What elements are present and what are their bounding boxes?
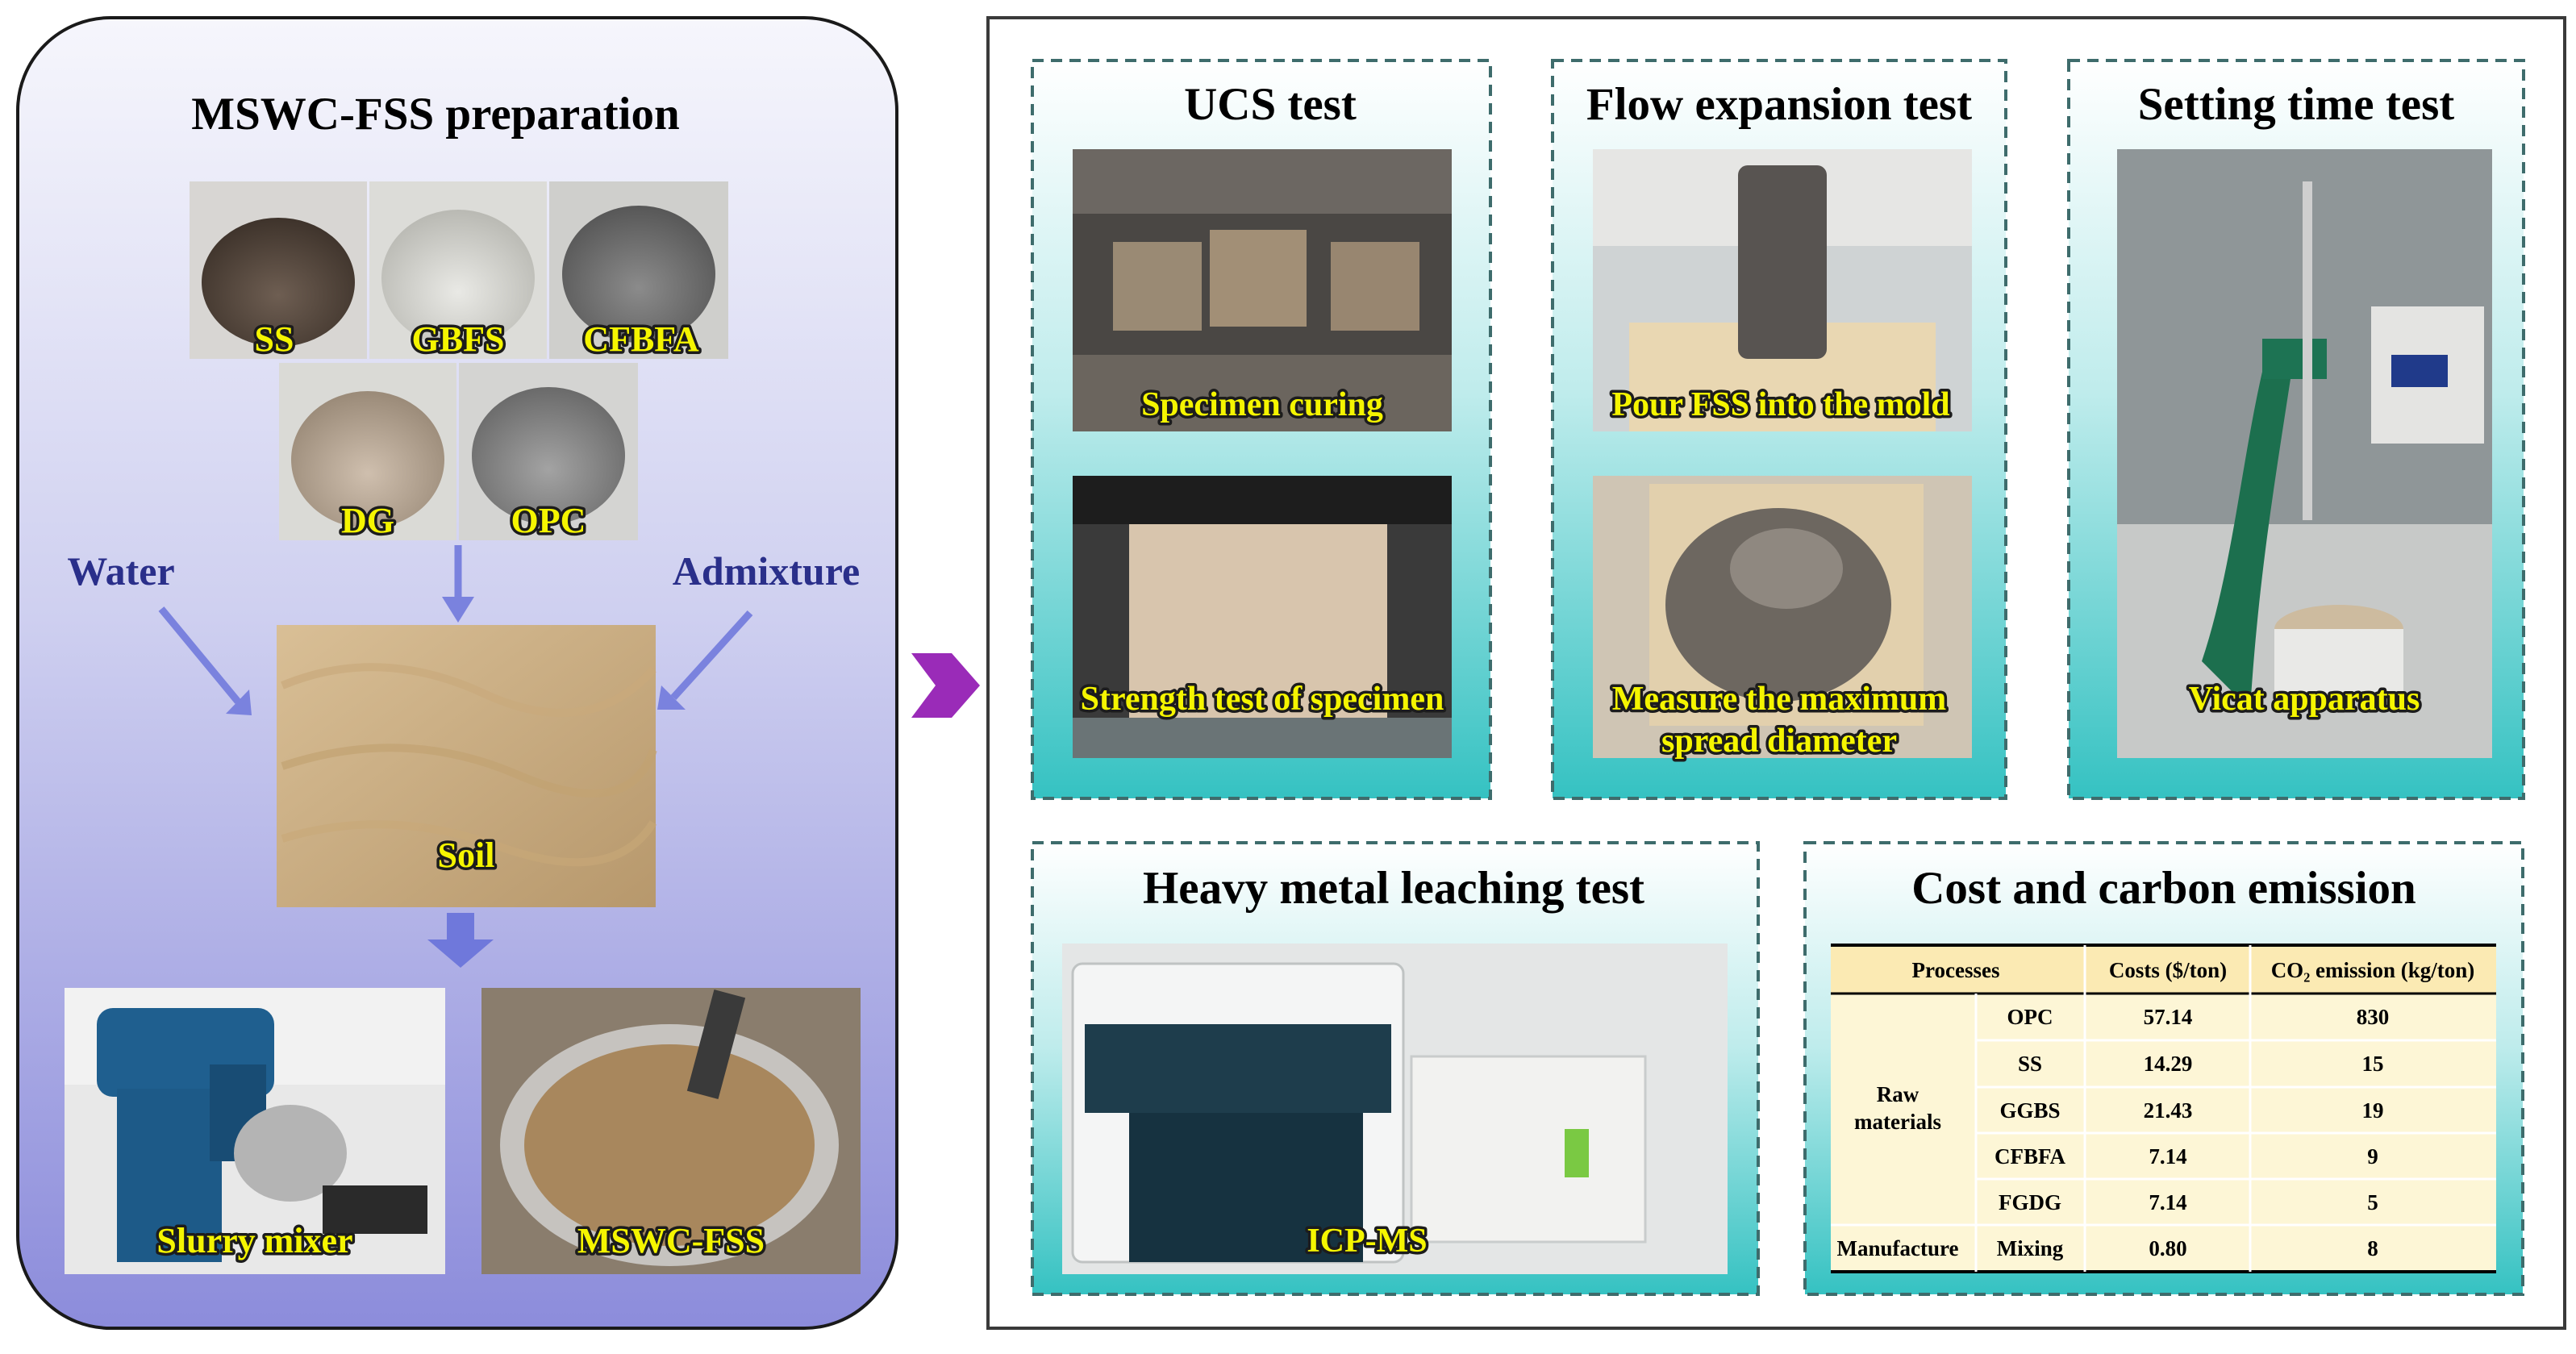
row-item: FGDG xyxy=(1999,1190,2061,1214)
label-spread-line2: spread diameter xyxy=(1661,723,1897,760)
setting-time-test-box: Setting time test Vicat apparatus xyxy=(2067,59,2525,800)
arrow-down-to-mixer xyxy=(427,913,494,968)
label-spread-line1: Measure the maximum xyxy=(1612,681,1946,718)
row-co2: 8 xyxy=(2367,1236,2378,1260)
label-gbfs: GBFS xyxy=(412,319,505,359)
label-dg: DG xyxy=(341,501,394,540)
photo-strength-test: Strength test of specimen xyxy=(1073,476,1452,758)
photo-mswc-fss: MSWC-FSS xyxy=(481,988,861,1274)
row-co2: 15 xyxy=(2362,1052,2384,1076)
table-row: Mixing 0.80 8 xyxy=(1997,1236,2378,1260)
label-ss: SS xyxy=(255,319,294,359)
photo-ss: SS xyxy=(190,181,367,362)
heavy-metal-leaching-test-box: Heavy metal leaching test ICP-MS xyxy=(1031,841,1760,1296)
table-header-costs: Costs ($/ton) xyxy=(2109,958,2227,982)
photo-vicat-apparatus: Vicat apparatus xyxy=(2117,149,2492,758)
photo-cfbfa: CFBFA xyxy=(549,181,728,362)
photo-spread-diameter: Measure the maximum spread diameter xyxy=(1593,476,1972,763)
label-slurry-mixer: Slurry mixer xyxy=(156,1221,352,1260)
row-cost: 14.29 xyxy=(2144,1052,2193,1076)
table-row: FGDG 7.14 5 xyxy=(1999,1190,2378,1214)
table-header-co2: CO₂ emission (kg/ton) xyxy=(2271,958,2475,982)
row-cost: 7.14 xyxy=(2149,1190,2186,1214)
cost-carbon-box: Cost and carbon emission Processes Costs… xyxy=(1803,841,2524,1296)
row-item: Mixing xyxy=(1997,1236,2064,1260)
table-row: GGBS 21.43 19 xyxy=(1999,1098,2383,1123)
ucs-test-box: UCS test Specimen curing Strength test o… xyxy=(1031,59,1492,800)
arrow-down-to-soil xyxy=(442,545,474,623)
table-header-processes: Processes xyxy=(1912,958,2000,982)
row-item: GGBS xyxy=(1999,1098,2060,1123)
right-panel-border xyxy=(986,16,2566,1330)
water-label: Water xyxy=(67,548,174,594)
admixture-arrow xyxy=(657,610,753,710)
label-vicat: Vicat apparatus xyxy=(2189,681,2420,718)
group-manufacture: Manufacture xyxy=(1837,1236,1959,1260)
photo-icp-ms: ICP-MS xyxy=(1062,944,1728,1274)
row-co2: 5 xyxy=(2367,1190,2378,1214)
photo-dg: DG xyxy=(279,363,456,544)
heavy-metal-title: Heavy metal leaching test xyxy=(1143,863,1644,914)
left-panel-title: MSWC-FSS preparation xyxy=(191,89,679,140)
flow-title: Flow expansion test xyxy=(1586,79,1972,130)
table-row: CFBFA 7.14 9 xyxy=(1995,1144,2378,1169)
setting-title: Setting time test xyxy=(2138,79,2455,130)
purple-arrow xyxy=(911,653,980,718)
label-opc: OPC xyxy=(511,501,586,540)
group-raw-line2: materials xyxy=(1854,1110,1941,1134)
row-cost: 0.80 xyxy=(2149,1236,2186,1260)
row-co2: 19 xyxy=(2362,1098,2384,1123)
row-co2: 830 xyxy=(2357,1005,2390,1029)
table-row: OPC 57.14 830 xyxy=(2007,1005,2390,1029)
row-item: CFBFA xyxy=(1995,1144,2065,1169)
admixture-label: Admixture xyxy=(673,548,860,594)
row-cost: 57.14 xyxy=(2144,1005,2193,1029)
cost-title: Cost and carbon emission xyxy=(1911,863,2416,914)
label-mswc-fss: MSWC-FSS xyxy=(577,1221,765,1260)
photo-slurry-mixer: Slurry mixer xyxy=(65,988,445,1274)
row-co2: 9 xyxy=(2367,1144,2378,1169)
row-item: SS xyxy=(2018,1052,2042,1076)
water-arrow xyxy=(158,606,252,715)
left-panel: MSWC-FSS preparation SS GBFS CFBFA DG OP… xyxy=(16,16,898,1330)
photo-opc: OPC xyxy=(459,363,638,544)
group-raw-line1: Raw xyxy=(1877,1082,1919,1106)
label-cfbfa: CFBFA xyxy=(583,319,699,359)
photo-soil: Soil xyxy=(277,625,657,907)
row-cost: 21.43 xyxy=(2144,1098,2193,1123)
cost-table: Processes Costs ($/ton) CO₂ emission (kg… xyxy=(1831,944,2496,1273)
flow-expansion-test-box: Flow expansion test Pour FSS into the mo… xyxy=(1551,59,2007,800)
label-strength-test: Strength test of specimen xyxy=(1081,681,1444,718)
label-pour-fss: Pour FSS into the mold xyxy=(1611,386,1949,423)
photo-gbfs: GBFS xyxy=(369,181,547,362)
row-item: OPC xyxy=(2007,1005,2053,1029)
label-soil: Soil xyxy=(438,835,495,875)
photo-specimen-curing: Specimen curing xyxy=(1073,149,1452,431)
label-specimen-curing: Specimen curing xyxy=(1141,386,1383,423)
row-cost: 7.14 xyxy=(2149,1144,2186,1169)
photo-pour-fss: Pour FSS into the mold xyxy=(1593,149,1972,431)
ucs-title: UCS test xyxy=(1184,79,1357,130)
table-row: SS 14.29 15 xyxy=(2018,1052,2384,1076)
label-icp-ms: ICP-MS xyxy=(1307,1223,1427,1260)
